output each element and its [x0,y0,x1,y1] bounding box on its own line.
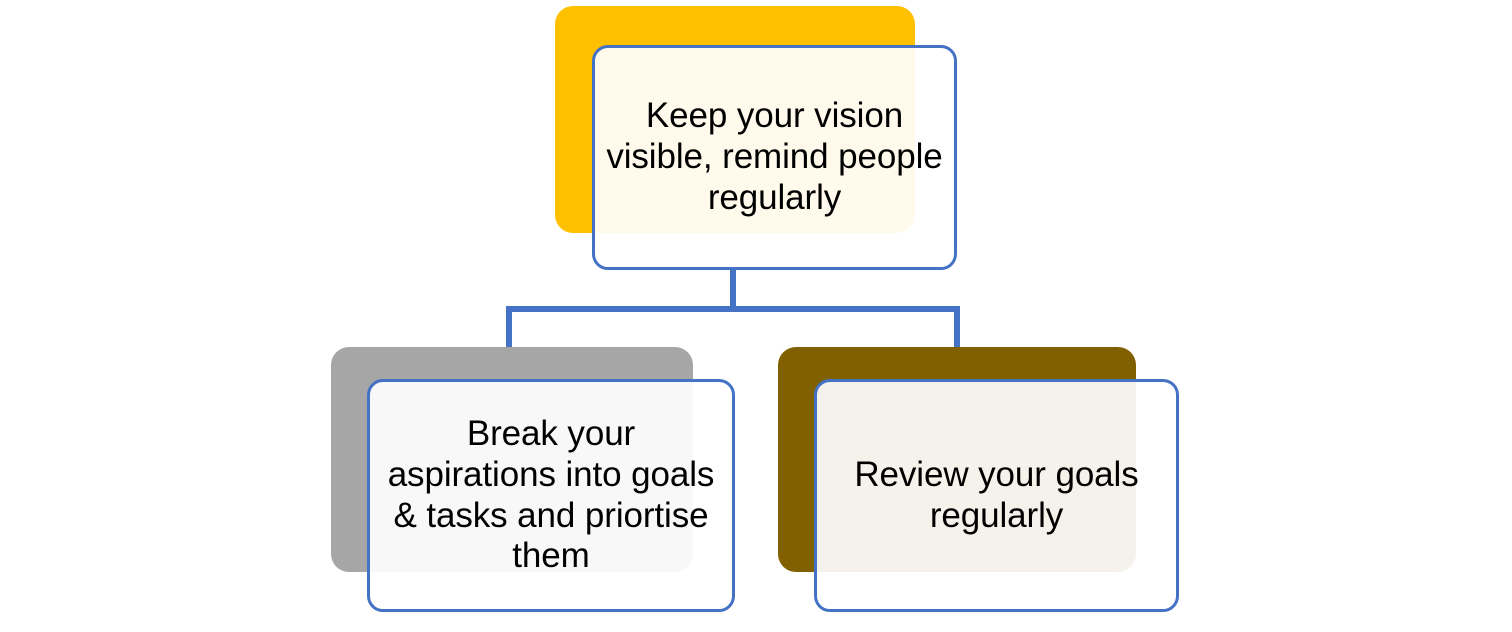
node-child-2-card[interactable]: Review your goals regularly [814,379,1179,612]
node-child-2[interactable]: Review your goals regularly [778,347,1179,612]
node-root-card[interactable]: Keep your vision visible, remind people … [592,45,957,270]
node-child-1-card[interactable]: Break your aspirations into goals & task… [367,379,735,612]
node-child-1[interactable]: Break your aspirations into goals & task… [331,347,735,612]
node-root-label: Keep your vision visible, remind people … [606,96,943,217]
node-child-2-label: Review your goals regularly [854,454,1139,535]
node-child-1-label: Break your aspirations into goals & task… [387,413,715,576]
node-root[interactable]: Keep your vision visible, remind people … [555,6,957,270]
